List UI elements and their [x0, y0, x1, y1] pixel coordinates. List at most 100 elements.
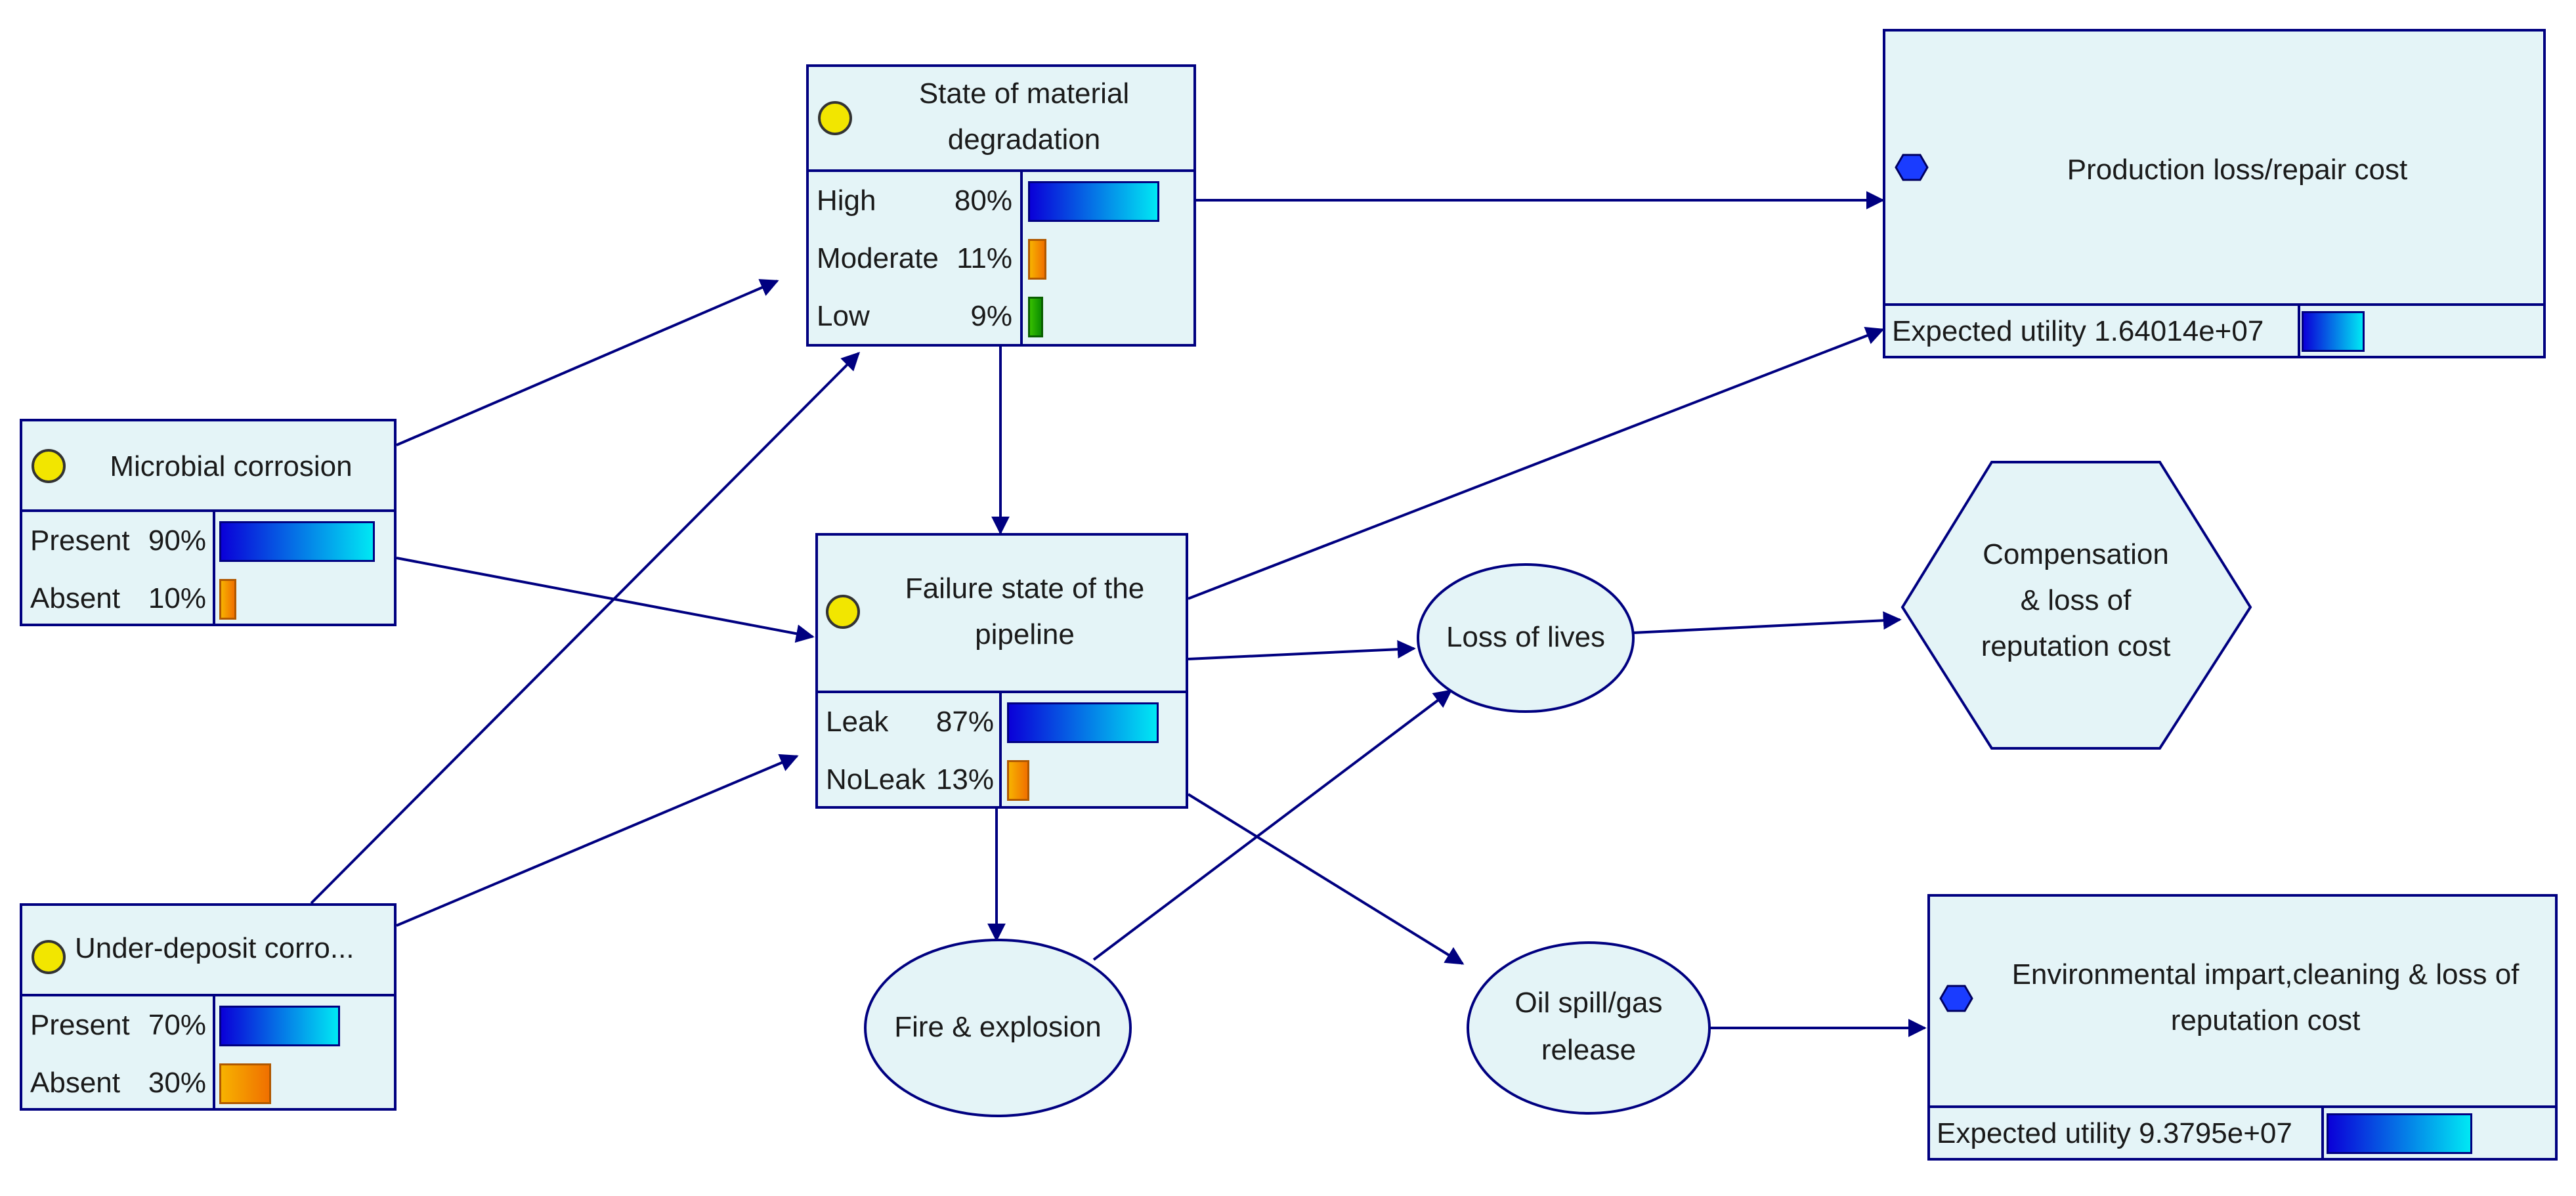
edge-fire-to-lives [1092, 689, 1453, 961]
utility-node-icon [1895, 154, 1929, 181]
chance-node-icon [32, 449, 66, 483]
state-row-present[interactable]: Present 70% [22, 996, 394, 1054]
node-title: Microbial corrosion [110, 450, 353, 482]
fire-explosion-label: Fire & explosion [894, 1011, 1102, 1043]
column-separator [213, 994, 215, 1108]
probability-bar [1007, 760, 1029, 801]
probability-bar [1028, 239, 1046, 280]
compensation-label-line1: Compensation [1983, 538, 2169, 570]
probability-bar [219, 1006, 340, 1046]
state-percent: 80% [954, 184, 1012, 217]
node-under-deposit-corrosion[interactable]: Under-deposit corro... Present 70% Absen… [20, 903, 397, 1111]
chance-node-icon [818, 101, 852, 135]
node-header: Under-deposit corro... [22, 906, 394, 996]
state-label: Moderate [817, 242, 939, 274]
node-title: Under-deposit corro... [75, 932, 354, 964]
oil-spill-label: Oil spill/gas release [1468, 979, 1709, 1074]
node-microbial-corrosion[interactable]: Microbial corrosion Present 90% Absent 1… [20, 419, 397, 626]
edge-microbial-to-failure [396, 557, 815, 643]
node-environmental-impact-cost[interactable]: Environmental impart,cleaning & loss of … [1927, 894, 2558, 1161]
state-label: NoLeak [826, 763, 926, 796]
node-header: Microbial corrosion [22, 421, 394, 512]
expected-utility-row: Expected utility 1.64014e+07 [1885, 306, 2543, 358]
column-separator [213, 509, 215, 624]
column-separator [2298, 306, 2300, 358]
column-separator [999, 691, 1002, 806]
node-state-of-material-degradation[interactable]: State of material degradation High 80% M… [806, 64, 1196, 347]
edge-lives-to-compensation [1633, 611, 1902, 634]
node-title: Environmental impart,cleaning & loss of … [1983, 952, 2548, 1044]
loss-of-lives-label: Loss of lives [1446, 621, 1606, 653]
state-row-absent[interactable]: Absent 10% [22, 570, 394, 628]
node-header: Production loss/repair cost [1885, 32, 2543, 306]
state-percent: 10% [148, 582, 206, 614]
probability-bar [1007, 702, 1159, 743]
node-loss-of-lives-shape [1417, 563, 1635, 713]
chance-node-icon [32, 940, 66, 974]
state-percent: 13% [935, 763, 994, 796]
expected-utility-row: Expected utility 9.3795e+07 [1930, 1108, 2555, 1159]
state-percent: 90% [148, 524, 206, 557]
state-percent: 11% [956, 242, 1012, 274]
probability-bar [1028, 297, 1043, 337]
node-title-line1: Environmental impart,cleaning & loss of [2011, 958, 2520, 991]
state-percent: 9% [970, 300, 1012, 332]
utility-node-icon [1939, 985, 1973, 1012]
chance-node-icon [826, 595, 860, 629]
node-fire-shape [864, 939, 1132, 1117]
edge-failure-to-oilspill [1187, 793, 1465, 965]
node-title-line1: Failure state of the [905, 572, 1145, 605]
state-label: Absent [30, 1067, 120, 1099]
expected-utility-label: Expected utility 9.3795e+07 [1937, 1117, 2292, 1149]
compensation-label-line3: reputation cost [1981, 630, 2171, 662]
state-label: High [817, 184, 876, 217]
oil-spill-label-line2: release [1541, 1034, 1637, 1066]
node-title: State of material degradation [861, 71, 1187, 163]
state-label: Present [30, 1009, 130, 1041]
node-title-line2: pipeline [975, 618, 1075, 651]
node-compensation-shape [1900, 461, 2252, 750]
node-title-line1: State of material [918, 77, 1130, 110]
state-label: Leak [826, 706, 889, 738]
node-oilspill-shape [1467, 941, 1711, 1115]
node-title: Production loss/repair cost [2067, 154, 2408, 186]
state-label: Absent [30, 582, 120, 614]
edge-microbial-to-degradation [396, 279, 779, 446]
utility-bar [2302, 311, 2365, 352]
column-separator [2321, 1108, 2324, 1159]
compensation-label-line2: & loss of [2020, 584, 2132, 616]
state-percent: 70% [148, 1009, 206, 1041]
edge-underdeposit-to-failure [396, 754, 799, 927]
probability-bar [219, 579, 236, 620]
column-separator [1020, 169, 1023, 344]
edge-failure-to-production [1188, 327, 1885, 600]
state-row-high[interactable]: High 80% [809, 172, 1193, 230]
node-title-line2: reputation cost [2170, 1004, 2361, 1036]
probability-bar [219, 521, 375, 562]
probability-bar [1028, 181, 1159, 222]
state-row-noleak[interactable]: NoLeak 13% [818, 751, 1186, 809]
state-percent: 87% [935, 706, 994, 738]
expected-utility-label: Expected utility 1.64014e+07 [1892, 315, 2264, 347]
state-label: Present [30, 524, 130, 557]
state-row-moderate[interactable]: Moderate 11% [809, 230, 1193, 288]
probability-bar [219, 1063, 271, 1104]
edge-underdeposit-to-degradation [310, 352, 860, 905]
node-title: Failure state of the pipeline [870, 566, 1179, 658]
state-row-low[interactable]: Low 9% [809, 288, 1193, 345]
oil-spill-label-line1: Oil spill/gas [1514, 987, 1663, 1019]
state-label: Low [817, 300, 870, 332]
node-production-loss-repair-cost[interactable]: Production loss/repair cost Expected uti… [1883, 29, 2546, 358]
state-row-absent[interactable]: Absent 30% [22, 1054, 394, 1112]
node-header: Failure state of the pipeline [818, 536, 1186, 693]
edge-failure-to-lives [1188, 640, 1416, 660]
utility-bar [2327, 1113, 2472, 1154]
state-row-present[interactable]: Present 90% [22, 512, 394, 570]
node-failure-state-of-pipeline[interactable]: Failure state of the pipeline Leak 87% N… [815, 533, 1188, 809]
node-header: State of material degradation [809, 67, 1193, 172]
state-row-leak[interactable]: Leak 87% [818, 693, 1186, 751]
node-title-line2: degradation [947, 123, 1101, 156]
state-percent: 30% [148, 1067, 206, 1099]
node-header: Environmental impart,cleaning & loss of … [1930, 897, 2555, 1108]
